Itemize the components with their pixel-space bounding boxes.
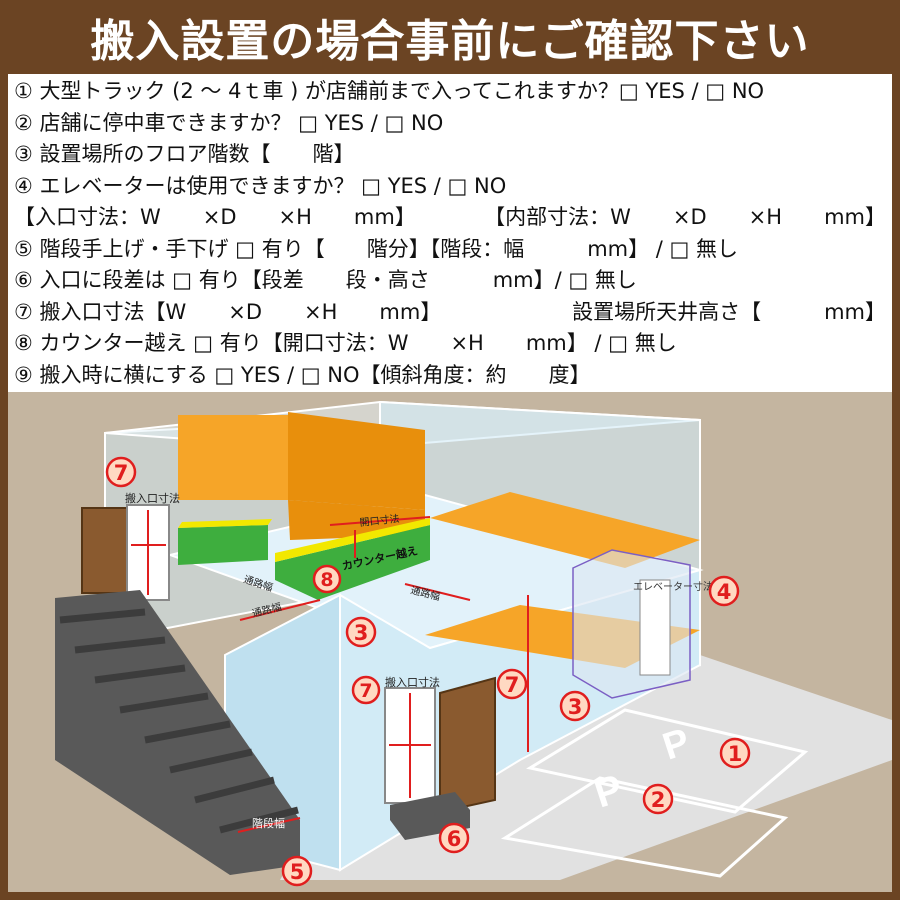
checklist-item-6: ⑥ 入口に段差は □ 有り【段差 段・高さ mm】/ □ 無し xyxy=(14,268,637,292)
marker-5-circle xyxy=(281,855,313,887)
marker-7-mid: 7 xyxy=(351,675,381,705)
marker-2-number: 2 xyxy=(651,788,666,812)
marker-4-circle xyxy=(708,575,740,607)
elevator-door xyxy=(639,579,671,676)
checklist-item-7: ⑦ 搬入口寸法【W ×D ×H mm】 設置場所天井高さ【 mm】 xyxy=(14,297,890,329)
marker-1-number: 1 xyxy=(728,742,743,766)
upper-door xyxy=(81,507,128,594)
marker-3-upper-number: 3 xyxy=(354,621,369,645)
marker-7-right-circle xyxy=(496,668,528,700)
marker-7-top: 7 xyxy=(105,456,137,488)
marker-2: 2 xyxy=(642,783,674,815)
marker-7-top-number: 7 xyxy=(114,461,129,485)
page-title: 搬入設置の場合事前にご確認下さい xyxy=(90,16,810,67)
marker-8: 8 xyxy=(312,564,342,594)
stair-width-label: 階段幅 xyxy=(252,816,285,830)
elevator-size-label: エレベーター寸法 xyxy=(633,580,713,593)
upper-floor-orange-area xyxy=(430,492,700,568)
marker-3-lower-circle xyxy=(559,690,591,722)
marker-7-mid-number: 7 xyxy=(359,680,372,702)
elevator-interior-dimensions: 【内部寸法：W ×D ×H mm】 xyxy=(484,205,886,229)
checklist-item-5: ⑤ 階段手上げ・手下げ □ 有り【 階分】【階段：幅 mm】 / □ 無し xyxy=(14,236,739,261)
marker-4-number: 4 xyxy=(717,580,732,604)
marker-3-lower-number: 3 xyxy=(568,695,583,719)
opening-size-label: 開口寸法 xyxy=(359,512,400,529)
marker-1-circle xyxy=(719,737,751,769)
marker-3-lower: 3 xyxy=(559,690,591,722)
stair-steps xyxy=(59,608,299,834)
marker-7-mid-circle xyxy=(351,675,381,705)
marker-7-top-circle xyxy=(105,456,137,488)
ceiling-height: 設置場所天井高さ【 mm】 xyxy=(572,299,886,324)
parking-space-2 xyxy=(500,776,789,878)
marker-8-number: 8 xyxy=(320,569,333,591)
marker-6-number: 6 xyxy=(447,827,462,851)
marker-5-number: 5 xyxy=(290,860,305,884)
passage-width-line-1 xyxy=(239,599,321,621)
checklist-item-9: ⑨ 搬入時に横にする □ YES / □ NO【傾斜角度：約 度】 xyxy=(14,362,591,387)
checklist-item-1: ① 大型トラック (2 ～ 4ｔ車 ) が店舗前まで入ってこれますか？□ YES… xyxy=(14,79,765,103)
marker-6-circle xyxy=(438,822,470,854)
marker-7-right: 7 xyxy=(496,668,528,700)
passage-width-line-2 xyxy=(404,583,471,601)
marker-1: 1 xyxy=(719,737,751,769)
elevator-shaft xyxy=(572,549,691,699)
marker-5: 5 xyxy=(281,855,313,887)
checklist-item-8: ⑧ カウンター越え □ 有り【開口寸法：W ×H mm】 / □ 無し xyxy=(14,331,677,355)
ground-door xyxy=(439,676,496,814)
counter-green-left-top xyxy=(178,519,272,528)
marker-6: 6 xyxy=(438,822,470,854)
elevator-entrance-dimensions: 【入口寸法：W ×D ×H mm】 xyxy=(14,205,416,229)
counter-green-front-top xyxy=(275,518,430,562)
opening-width-line xyxy=(329,516,431,526)
marker-4: 4 xyxy=(708,575,740,607)
installation-diagram: P P 階段幅 エレベーター寸法 搬入口寸法 搬入口寸法 開口寸法 カウンター越… xyxy=(8,392,892,892)
entry-size-label-top: 搬入口寸法 xyxy=(125,491,180,505)
marker-3-upper: 3 xyxy=(345,616,377,648)
marker-7-right-number: 7 xyxy=(505,673,520,697)
counter-back-right xyxy=(288,412,425,510)
counter-green-left xyxy=(178,525,268,565)
marker-3-upper-circle xyxy=(345,616,377,648)
counter-back-left xyxy=(178,415,288,500)
entry-size-label-bottom: 搬入口寸法 xyxy=(385,675,440,689)
entry-dimensions: ⑦ 搬入口寸法【W ×D ×H mm】 xyxy=(14,299,442,324)
checklist: ① 大型トラック (2 ～ 4ｔ車 ) が店舗前まで入ってこれますか？□ YES… xyxy=(14,76,890,391)
checklist-item-2: ② 店舗に停中車できますか？ □ YES / □ NO xyxy=(14,110,444,135)
marker-8-circle xyxy=(312,564,342,594)
checklist-item-4-dimensions: 【入口寸法：W ×D ×H mm】 【内部寸法：W ×D ×H mm】 xyxy=(14,202,890,234)
title-banner: 搬入設置の場合事前にご確認下さい xyxy=(0,0,900,74)
checklist-item-4: ④ エレベーターは使用できますか？ □ YES / □ NO xyxy=(14,173,507,198)
marker-2-circle xyxy=(642,783,674,815)
stair-width-line xyxy=(237,817,301,833)
checklist-item-3: ③ 設置場所のフロア階数【 階】 xyxy=(14,142,355,166)
